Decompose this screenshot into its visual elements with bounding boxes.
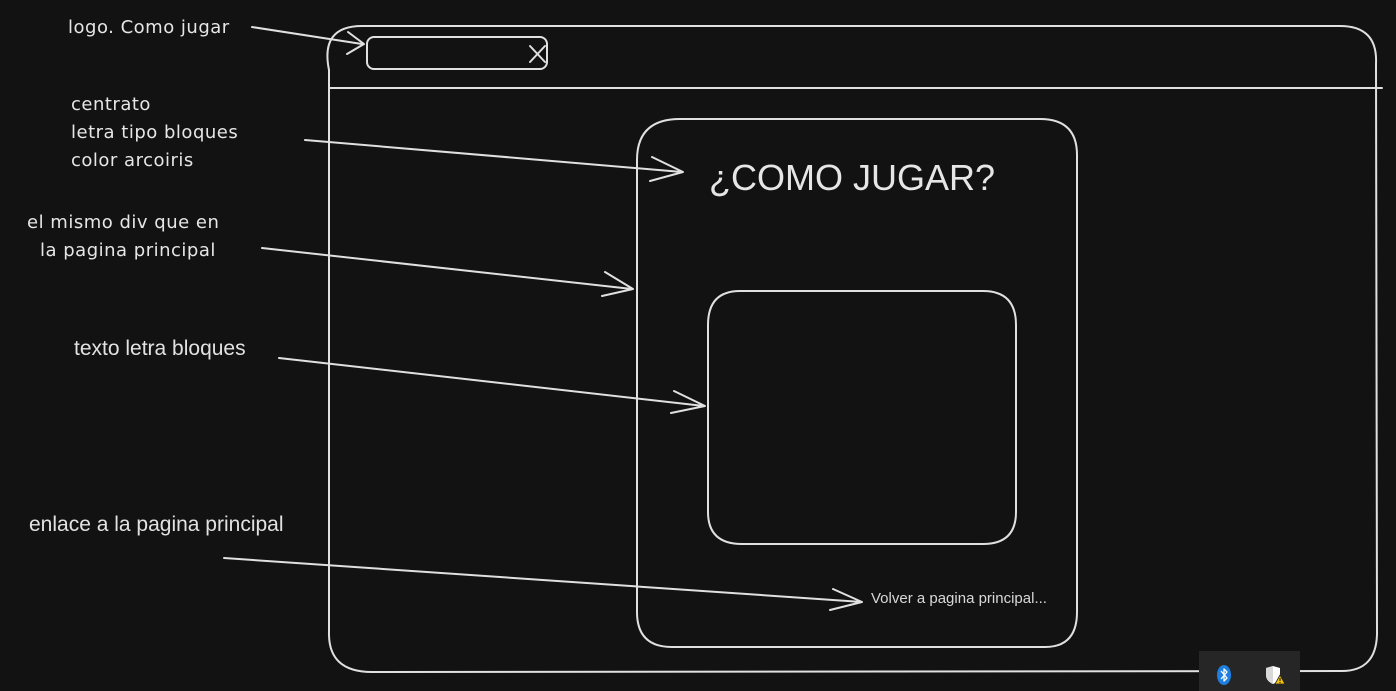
- main-content-div: [636, 118, 1078, 648]
- bluetooth-icon[interactable]: [1214, 664, 1234, 686]
- browser-window-frame: [326, 24, 1379, 673]
- arrow-link: [223, 557, 863, 611]
- annotation-title-line-1: centrato: [71, 94, 151, 115]
- inner-text-block: [707, 290, 1017, 545]
- logo-box: [366, 36, 548, 70]
- arrow-div: [261, 247, 634, 297]
- page-title: ¿COMO JUGAR?: [709, 157, 996, 198]
- annotation-title-line-3: color arcoiris: [71, 150, 194, 171]
- close-icon: [529, 45, 546, 63]
- arrow-title: [304, 139, 684, 182]
- annotation-logo: logo. Como jugar: [68, 17, 230, 38]
- arrow-logo: [251, 26, 365, 55]
- annotation-div-line-1: el mismo div que en: [27, 212, 220, 233]
- annotation-text-block: texto letra bloques: [74, 337, 246, 360]
- annotation-link: enlace a la pagina principal: [29, 513, 284, 536]
- annotation-title-line-2: letra tipo bloques: [71, 122, 239, 143]
- arrow-text-block: [278, 357, 706, 414]
- back-to-home-link[interactable]: Volver a pagina principal...: [871, 590, 1047, 607]
- annotation-div-line-2: la pagina principal: [40, 240, 216, 261]
- security-warning-icon[interactable]: [1264, 664, 1286, 686]
- system-tray: [1199, 651, 1300, 691]
